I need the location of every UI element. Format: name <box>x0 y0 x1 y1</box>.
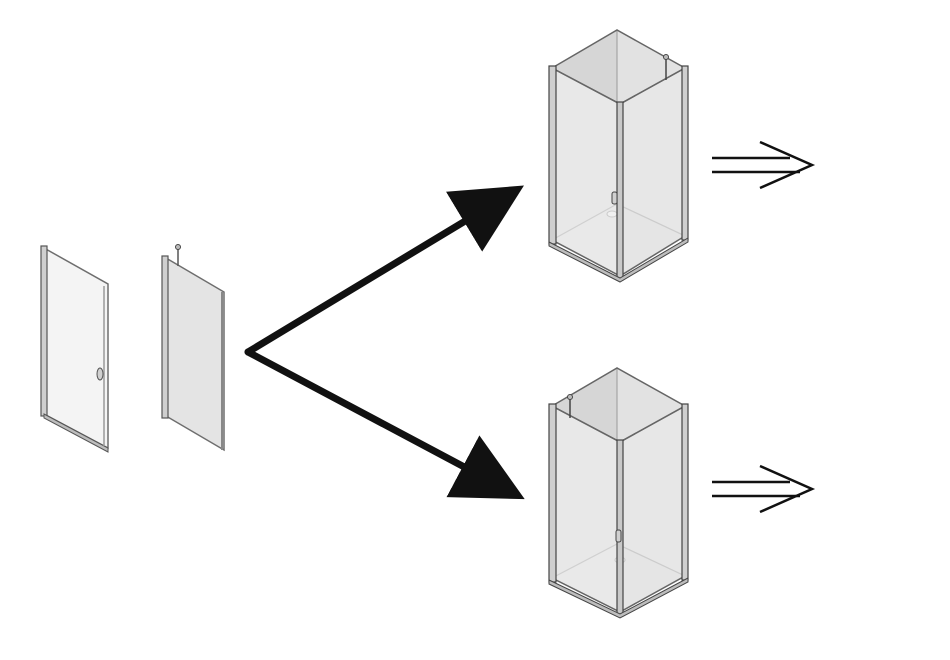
fixed-side-panel-icon <box>162 245 224 451</box>
arrow-to-bottom-configuration <box>248 352 500 486</box>
door-panel-icon <box>41 246 108 452</box>
shower-enclosure-right-hinge-icon <box>549 30 688 282</box>
implies-arrow-icon <box>712 466 812 512</box>
arrow-to-top-configuration <box>248 200 500 352</box>
implies-arrow-icon <box>712 142 812 188</box>
shower-enclosure-left-hinge-icon <box>549 368 688 618</box>
